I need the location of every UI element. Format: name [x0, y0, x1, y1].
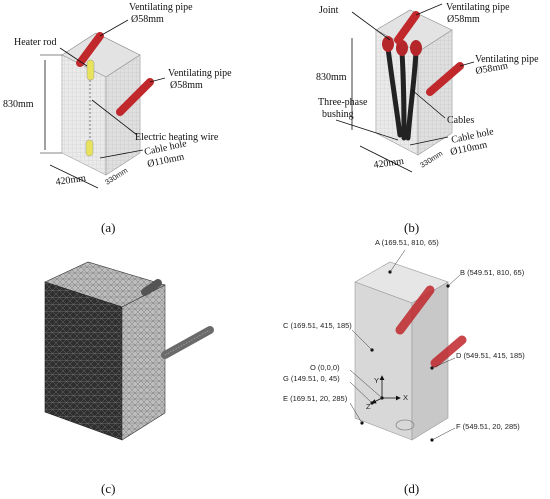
leader-joint-b: [351, 11, 391, 41]
leader-B: [447, 274, 461, 287]
label-vent1-a-l1: Ventilating pipe: [129, 2, 193, 13]
label-point-D: D (549.51, 415, 185): [456, 351, 525, 360]
leader-hole-a: [99, 149, 144, 159]
label-point-F: F (549.51, 20, 285): [456, 422, 520, 431]
label-bushing-b-l2: bushing: [322, 109, 354, 120]
axis-z-label-d: Z: [366, 402, 371, 411]
leader-heater-a: [59, 47, 88, 67]
leader-bushing-b: [335, 119, 399, 141]
label-point-C: C (169.51, 415, 185): [283, 321, 352, 330]
leader-vent2-a: [149, 77, 166, 83]
leader-hole-b: [409, 136, 449, 146]
label-vent1-a-l2: Ø58mm: [131, 14, 164, 25]
label-width-a: 420mm: [55, 173, 87, 188]
leader-vent1-a: [99, 19, 129, 37]
joint-1-b: [382, 36, 394, 52]
cable-2-b: [399, 49, 407, 141]
label-cables-b: Cables: [447, 115, 474, 126]
panel-c: (c): [44, 261, 214, 496]
box-front-shade-a: [62, 55, 106, 175]
leader-D: [431, 357, 456, 369]
label-heater-rod-a: Heater rod: [14, 37, 56, 48]
leader-G: [349, 381, 373, 404]
joint-2-b: [396, 40, 408, 56]
vent-pipe-2-d: [430, 335, 467, 368]
label-vent1-b-l1: Ventilating pipe: [446, 2, 510, 13]
label-joint-b: Joint: [319, 5, 339, 16]
axis-y-label-d: Y: [374, 376, 379, 385]
vent-pipe-2-a: [116, 78, 154, 116]
box-side-shade-a: [106, 55, 140, 175]
label-height-b: 830mm: [316, 72, 347, 83]
label-point-O: O (0,0,0): [310, 363, 340, 372]
mesh-pipe-top-c: [141, 279, 162, 296]
caption-a: (a): [101, 220, 115, 235]
mesh-front-c: [44, 281, 123, 441]
panel-a: Heater rod Ventilating pipe Ø58mm Ventil…: [3, 2, 232, 235]
cable-hole-d: [395, 419, 415, 431]
leader-wire-a: [91, 99, 138, 136]
panel-d: Y X Z A (169.51, 810, 65) B (549.51, 810…: [283, 238, 525, 496]
label-bushing-b-l1: Three-phase: [318, 97, 368, 108]
caption-d: (d): [404, 481, 419, 496]
leader-F: [431, 427, 456, 441]
label-height-a: 830mm: [3, 99, 34, 110]
label-width-b: 420mm: [373, 156, 405, 171]
cable-1-b: [385, 45, 403, 138]
vent-pipe-1-a: [76, 32, 104, 67]
caption-b: (b): [404, 220, 419, 235]
label-vent2-a-l1: Ventilating pipe: [168, 68, 232, 79]
label-point-B: B (549.51, 810, 65): [460, 268, 525, 277]
label-vent2-b-l1: Ventilating pipe: [475, 54, 539, 65]
mesh-side-c: [121, 284, 166, 441]
dim-width-b: [359, 145, 413, 173]
joint-3-b: [410, 40, 422, 56]
mesh-pipe-side-detail-c: [164, 329, 211, 356]
label-wire-a: Electric heating wire: [135, 132, 219, 143]
label-vent2-a-l2: Ø58mm: [170, 80, 203, 91]
leader-O: [349, 369, 383, 399]
label-point-E: E (169.51, 20, 285): [283, 394, 348, 403]
axis-x-label-d: X: [403, 393, 408, 402]
leader-C: [351, 329, 373, 351]
label-point-A: A (169.51, 810, 65): [375, 238, 439, 247]
box-front-d: [354, 281, 413, 441]
heater-rod: [86, 59, 95, 81]
box-side-d: [411, 281, 449, 441]
heater-rod-bottom: [85, 139, 94, 157]
caption-c: (c): [101, 481, 115, 496]
leader-vent1-b: [415, 3, 443, 16]
vent-pipe-1-d: [395, 285, 435, 335]
vent-pipe-1-b: [394, 11, 420, 44]
leader-A: [389, 249, 406, 273]
dim-width-a: [49, 164, 99, 189]
panel-b: Joint Ventilating pipe Ø58mm Ventilating…: [316, 2, 539, 235]
vent-pipe-2-b: [426, 62, 464, 96]
mesh-pipe-side-c: [161, 326, 214, 359]
leader-cables-b: [411, 89, 446, 119]
label-point-G: G (149.51, 0, 45): [283, 374, 340, 383]
axis-z-d: [371, 397, 383, 404]
leader-vent2-b: [459, 61, 475, 67]
leader-E: [349, 402, 363, 424]
label-vent1-b-l2: Ø58mm: [447, 14, 480, 25]
cable-3-b: [405, 49, 419, 141]
